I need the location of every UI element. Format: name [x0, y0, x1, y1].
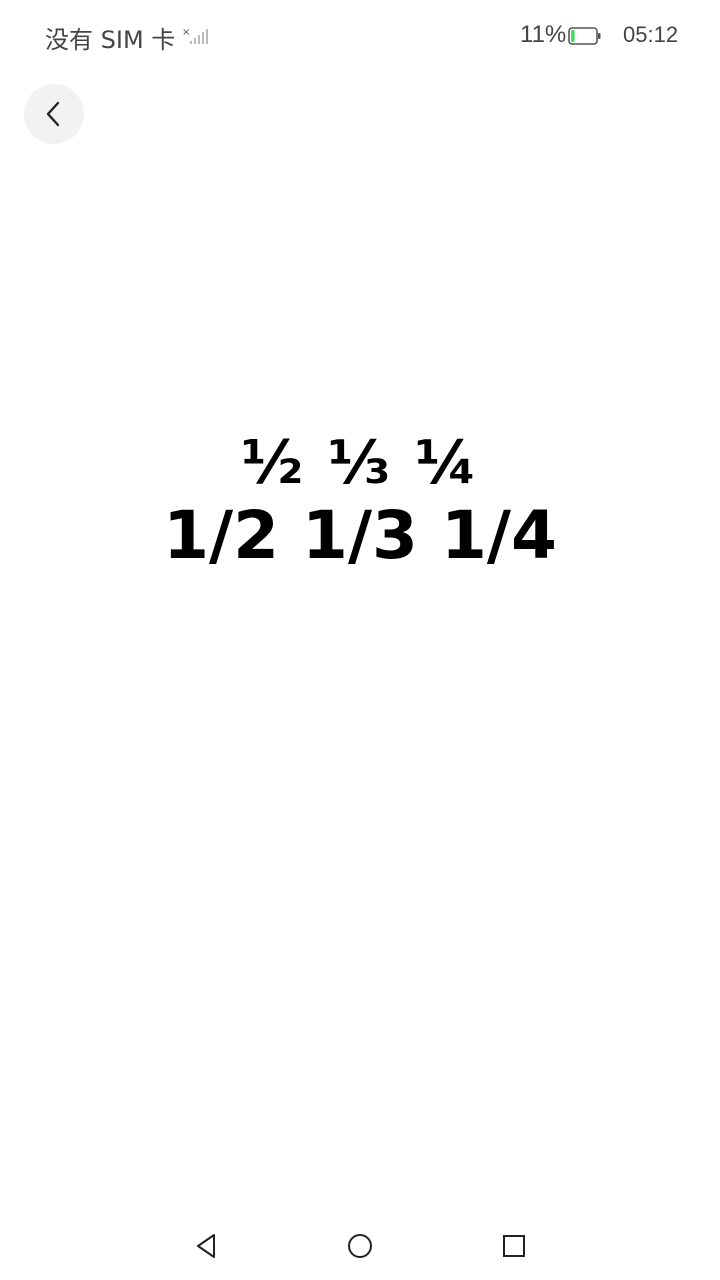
battery-icon [568, 27, 601, 45]
clock: 05:12 [623, 22, 679, 47]
no-signal-icon: × [182, 27, 208, 44]
chevron-left-icon [46, 101, 60, 127]
svg-text:×: × [182, 27, 190, 38]
nav-recents-button[interactable] [496, 1228, 532, 1264]
triangle-back-icon [197, 1234, 215, 1258]
nav-home-button[interactable] [342, 1228, 378, 1264]
navigation-bar [0, 1210, 720, 1280]
carrier-label: 没有 SIM 卡 [45, 26, 176, 54]
battery-percent: 11% [520, 21, 567, 48]
plain-fractions-text: 1/2 1/3 1/4 [163, 497, 557, 574]
status-bar: 没有 SIM 卡 × 11% 05:12 [0, 0, 720, 70]
back-button[interactable] [24, 84, 84, 144]
square-recents-icon [503, 1235, 525, 1257]
unicode-fractions-text: ½ ⅓ ¼ [240, 428, 480, 498]
circle-home-icon [348, 1234, 372, 1258]
nav-back-button[interactable] [188, 1228, 224, 1264]
